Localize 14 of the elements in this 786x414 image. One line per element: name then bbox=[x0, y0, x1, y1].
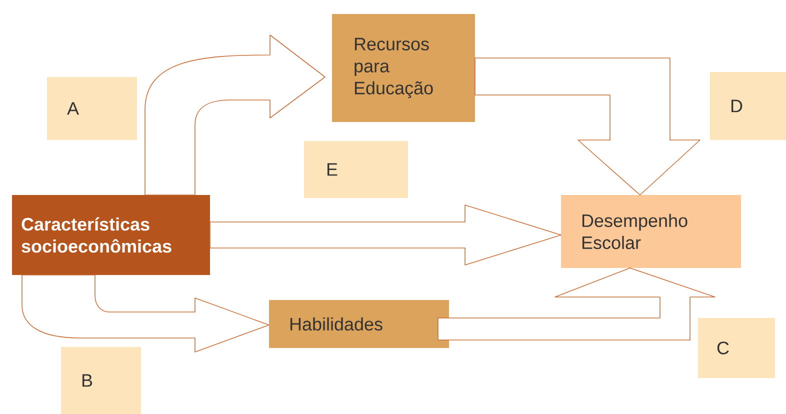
process-box: Recursos para Educação bbox=[332, 14, 475, 122]
letter-box: C bbox=[698, 318, 775, 378]
process-box: Habilidades bbox=[269, 300, 449, 348]
letter-box: A bbox=[47, 77, 137, 140]
block-arrow bbox=[22, 274, 270, 352]
block-arrow bbox=[210, 204, 562, 266]
letter-box: D bbox=[710, 72, 786, 140]
process-box: Características socioeconômicas bbox=[12, 195, 210, 275]
letter-box: B bbox=[61, 347, 142, 414]
block-arrow bbox=[474, 58, 700, 196]
block-arrow bbox=[438, 268, 716, 340]
block-arrow bbox=[144, 34, 326, 196]
letter-box: E bbox=[304, 141, 408, 198]
process-box: Desempenho Escolar bbox=[561, 195, 741, 268]
